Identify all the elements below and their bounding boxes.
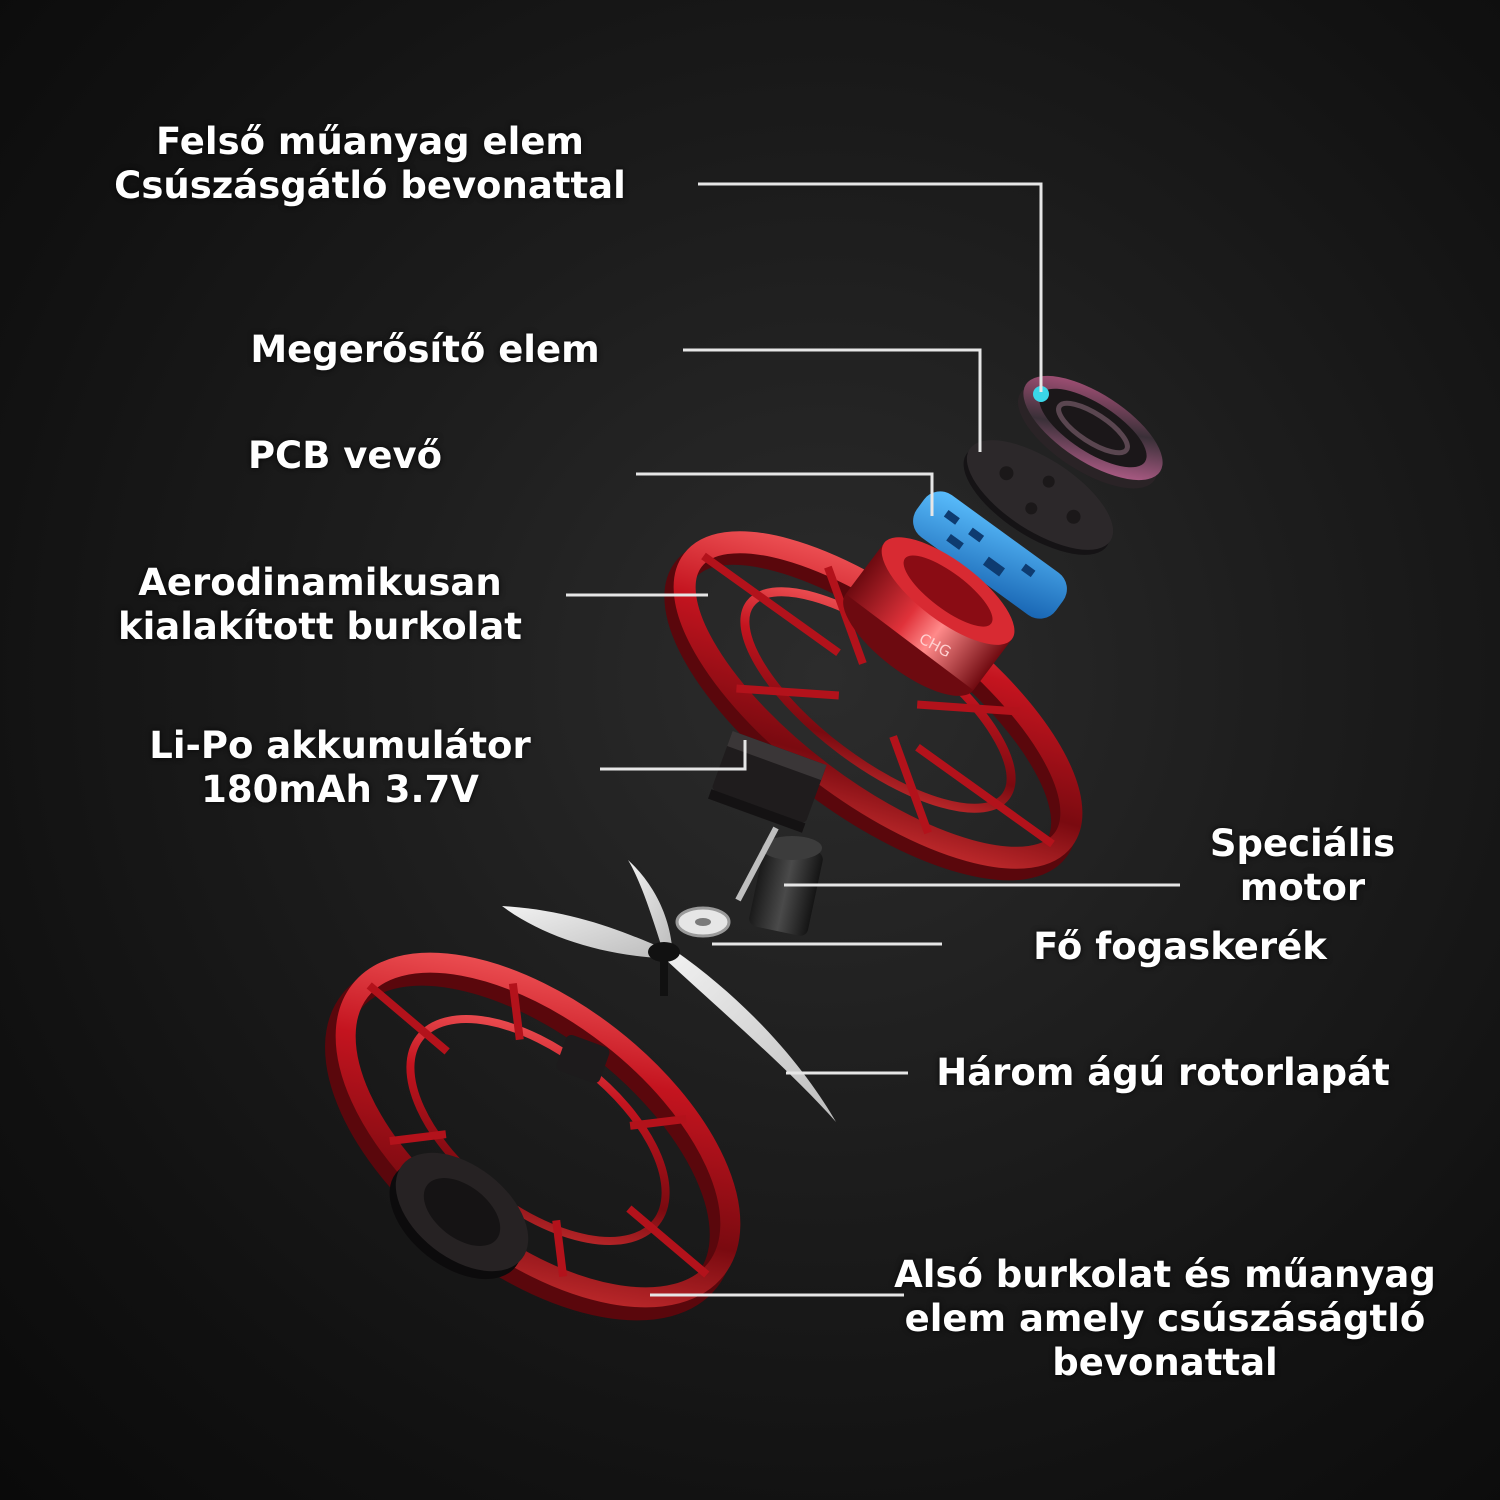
lipo-battery [708, 730, 827, 833]
leader-lines [566, 182, 1180, 1297]
label-reinforcement: Megerősítő elem [250, 328, 600, 371]
top-plastic-cap [1017, 375, 1163, 489]
label-gear: Fő fogaskerék [1033, 925, 1327, 968]
label-pcb: PCB vevő [247, 434, 443, 477]
label-motor: Speciális motor [1209, 822, 1396, 909]
label-shell: Aerodinamikusan kialakított burkolat [117, 561, 522, 648]
label-top-plastic: Felső műanyag elem Csúszásgátló bevonatt… [114, 120, 626, 207]
label-battery: Li-Po akkumulátor 180mAh 3.7V [149, 724, 531, 811]
main-gear [675, 906, 731, 938]
pcb-board [913, 491, 1067, 619]
three-blade-rotor [502, 860, 836, 1122]
reinforcement-plate [963, 440, 1114, 555]
leader-line-battery [600, 740, 747, 771]
aerodynamic-shell: CHG [664, 531, 1083, 881]
leader-line-pcb [636, 472, 934, 516]
leader-line-reinforcement [683, 348, 982, 452]
special-motor [735, 826, 823, 936]
label-bottom: Alsó burkolat és műanyag elem amely csús… [894, 1253, 1436, 1384]
indicator-light-icon [1033, 386, 1049, 402]
leader-line-top-plastic [698, 182, 1043, 392]
bottom-cover [325, 952, 741, 1321]
label-rotor: Három ágú rotorlapát [936, 1051, 1390, 1094]
